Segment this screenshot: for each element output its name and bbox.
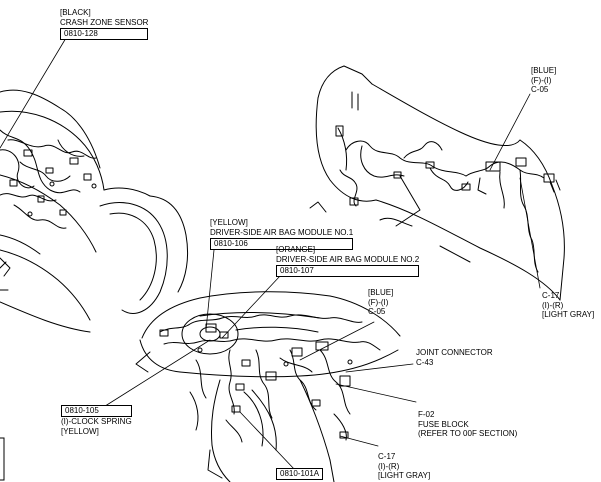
c05-right-color: [BLUE] [531,66,557,75]
airbag-2-color: [ORANGE] [276,245,316,254]
callout-bottom-code: 0810-101A [276,467,324,480]
c17-right-id: C-17 [542,291,560,300]
c17-bottom-color: [LIGHT GRAY] [378,471,431,481]
leader-lines [0,37,541,471]
c17-right-color: [LIGHT GRAY] [542,310,595,320]
callout-connector-c17-bottom: C-17 (I)-(R) [LIGHT GRAY] [378,452,430,481]
airbag-1-name: DRIVER-SIDE AIR BAG MODULE NO.1 [210,227,354,237]
c17-right-pins: (I)-(R) [542,300,564,310]
fuse-block-note: (REFER TO 00F SECTION) [418,429,518,439]
airbag-1-color: [YELLOW] [210,218,248,227]
joint-connector-name: JOINT CONNECTOR [416,348,493,357]
clock-spring-color: [YELLOW] [61,426,99,436]
c05-right-pins: (F)-(I) [531,75,552,85]
fuse-block-name: FUSE BLOCK [418,419,469,429]
c17-bottom-id: C-17 [378,452,396,461]
callout-connector-c05-center: [BLUE] (F)-(I) C-05 [368,288,393,317]
dashboard-harness-illustration [309,65,565,301]
engine-compartment-illustration [0,89,189,333]
cockpit-harness-illustration [135,291,401,482]
fuse-block-id: F-02 [418,410,435,419]
c05-center-pins: (F)-(I) [368,297,389,307]
callout-fuse-block: F-02 FUSE BLOCK (REFER TO 00F SECTION) [418,410,517,439]
callout-joint-connector: JOINT CONNECTOR C-43 [416,348,493,367]
clock-spring-code: 0810-105 [61,405,132,417]
callout-connector-c17-right: C-17 (I)-(R) [LIGHT GRAY] [542,291,594,320]
crash-zone-code: 0810-128 [60,28,149,41]
bottom-code: 0810-101A [276,468,324,480]
joint-connector-id: C-43 [416,357,434,367]
callout-airbag-module-2: [ORANGE] DRIVER-SIDE AIR BAG MODULE NO.2… [276,245,420,278]
clock-spring-name: (I)-CLOCK SPRING [61,417,132,426]
crash-zone-name: CRASH ZONE SENSOR [60,17,149,27]
airbag-2-code: 0810-107 [276,265,420,278]
airbag-1-code: 0810-106 [210,238,354,251]
callout-airbag-module-1: [YELLOW] DRIVER-SIDE AIR BAG MODULE NO.1… [210,218,354,251]
c05-center-id: C-05 [368,307,386,317]
callout-clock-spring: 0810-105 (I)-CLOCK SPRING [YELLOW] [61,404,132,436]
page-edge-bracket [0,437,5,481]
airbag-2-name: DRIVER-SIDE AIR BAG MODULE NO.2 [276,254,420,264]
callout-crash-zone-sensor: [BLACK] CRASH ZONE SENSOR 0810-128 [60,8,149,41]
callout-connector-c05-right: [BLUE] (F)-(I) C-05 [531,66,556,95]
c17-bottom-pins: (I)-(R) [378,461,400,471]
c05-center-color: [BLUE] [368,288,394,297]
crash-zone-color: [BLACK] [60,8,91,17]
c05-right-id: C-05 [531,85,549,95]
